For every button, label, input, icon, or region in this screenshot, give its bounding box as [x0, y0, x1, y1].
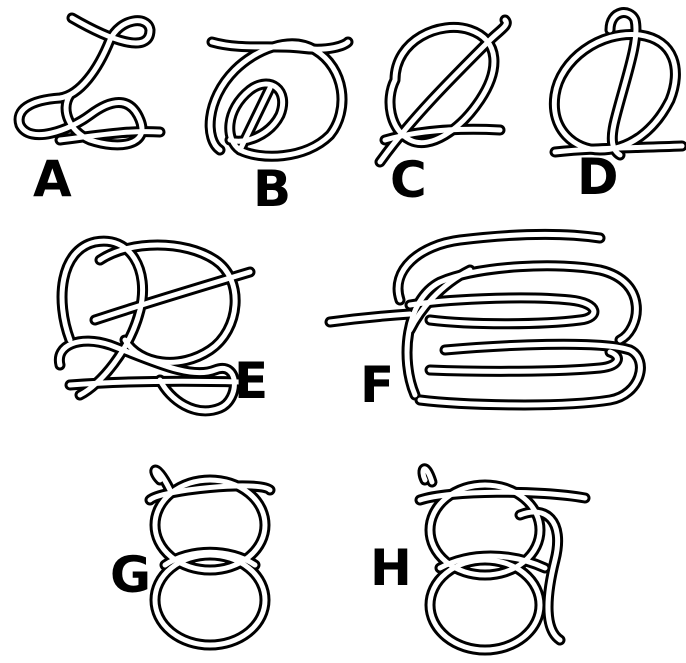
linked-loops-h-icon: [420, 469, 585, 650]
figure-e: E: [59, 241, 268, 411]
figure-label-g: G: [110, 546, 151, 604]
figure-g: G: [110, 470, 270, 645]
figure-label-h: H: [370, 539, 412, 597]
figure-c: C: [380, 20, 506, 209]
figure-b: B: [210, 42, 348, 218]
figure-label-d: D: [577, 148, 619, 206]
figure-label-c: C: [390, 151, 427, 209]
figure-a: A: [19, 18, 160, 208]
knot-b-icon: [210, 42, 348, 156]
knot-d-icon: [554, 13, 682, 155]
figure-label-a: A: [33, 150, 72, 208]
linked-loops-g-icon: [150, 470, 270, 645]
figure-d: D: [554, 13, 682, 206]
knot-a-icon: [19, 18, 160, 145]
figure-label-e: E: [234, 352, 268, 410]
figure-label-b: B: [253, 160, 291, 218]
figure-h: H: [370, 469, 585, 650]
knot-e-icon: [59, 241, 250, 411]
figure-f: F: [330, 234, 640, 414]
figure-label-f: F: [360, 356, 394, 414]
knot-c-icon: [380, 20, 506, 162]
